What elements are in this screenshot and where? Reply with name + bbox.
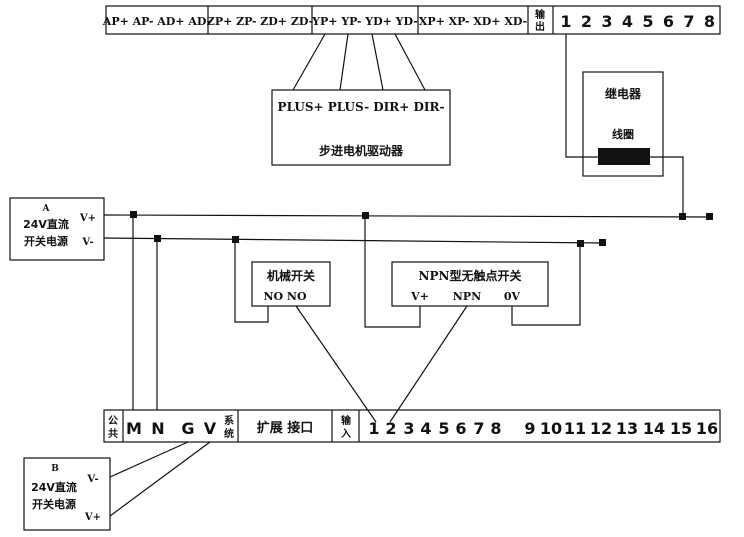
output-terminal-5: 5 [642,12,653,31]
stepper-driver: PLUS+ PLUS- DIR+ DIR- 步进电机驱动器 [271,33,451,166]
npn-pin-vplus: V+ [410,290,429,303]
input-terminal-14: 14 [643,419,665,438]
input-terminal-10: 10 [540,419,562,438]
output-terminal-7: 7 [683,12,694,31]
output-label-bottom: 出 [535,20,545,33]
input-terminal-16: 16 [696,419,718,438]
common-label-top: 公 [108,415,118,427]
wire-coil-vplus [650,156,684,217]
system-label-bottom: 统 [224,427,234,440]
junction-coil [679,213,686,220]
output-label-top: 输 [535,8,546,21]
output-terminal-2: 2 [581,12,592,31]
system-label-top: 系 [224,414,234,427]
power-a-line2: 开关电源 [24,234,68,248]
power-b-line1: 24V直流 [31,480,77,494]
vplus-rail-end [706,213,713,220]
power-supply-b: B 24V直流 开关电源 V- V+ [23,441,211,531]
power-b-vplus-label: V+ [84,512,101,523]
wire-mech-input1 [295,305,377,423]
relay-coil [598,148,650,165]
input-terminal-1: 1 [368,419,379,438]
output-terminal-3: 3 [601,12,612,31]
wire-npn-0v [511,243,581,326]
wire-yd-plus [371,33,384,91]
npn-pin-npn: NPN [453,290,481,303]
input-terminal-9: 9 [524,419,535,438]
terminal-group-x: XP+ XP- XD+ XD- [419,15,527,28]
junction-common [130,211,137,218]
relay: 继电器 线圈 [565,34,684,217]
vminus-rail [103,237,604,244]
output-terminal-8: 8 [704,12,715,31]
relay-title: 继电器 [605,86,642,101]
input-terminal-11: 11 [564,419,586,438]
common-label-bottom: 共 [108,427,118,440]
mech-switch-pins: NO NO [263,290,307,303]
stepper-pins: PLUS+ PLUS- DIR+ DIR- [278,100,445,114]
input-terminal-15: 15 [670,419,692,438]
npn-switch: NPN型无触点开关 V+ NPN 0V [364,216,581,423]
terminal-group-z: ZP+ ZP- ZD+ ZD- [207,15,313,28]
input-label-top: 输 [341,414,352,427]
expansion-port-label: 扩展 接口 [257,420,314,436]
wire-yp-plus [292,33,326,91]
output-terminal-6: 6 [663,12,674,31]
input-terminal-2: 2 [385,419,396,438]
power-b-vminus-label: V- [86,474,98,485]
wire-b-vminus-g [109,441,189,478]
terminal-v: V [204,419,217,438]
npn-pin-0v: 0V [504,290,521,303]
stepper-title: 步进电机驱动器 [319,143,404,158]
input-terminal-3: 3 [403,419,414,438]
terminal-group-a: AP+ AP- AD+ AD- [102,15,211,28]
input-terminal-12: 12 [590,419,612,438]
top-terminal-strip: AP+ AP- AD+ AD- ZP+ ZP- ZD+ ZD- YP+ YP- … [102,5,721,35]
wire-b-vplus-v [109,441,211,517]
power-supply-a: A 24V直流 开关电源 V+ V- [9,197,105,261]
vminus-rail-end [599,239,606,246]
input-terminal-5: 5 [438,419,449,438]
vplus-rail [103,214,711,218]
terminal-g: G [181,419,194,438]
input-terminal-8: 8 [490,419,501,438]
power-a-name: A [42,204,51,214]
relay-coil-label: 线圈 [612,127,634,141]
wire-npn-vplus [364,216,421,328]
power-a-vplus-label: V+ [79,213,96,224]
power-b-name: B [51,464,59,474]
power-b-line2: 开关电源 [32,497,76,511]
input-terminal-13: 13 [616,419,638,438]
npn-switch-title: NPN型无触点开关 [419,268,522,283]
power-a-vminus-label: V- [81,237,93,248]
input-terminal-4: 4 [420,419,431,438]
power-a-line1: 24V直流 [23,217,69,231]
terminal-n: N [151,419,164,438]
wire-yd-minus [394,33,426,91]
terminal-group-y: YP+ YP- YD+ YD- [311,15,418,28]
mech-switch-title: 机械开关 [267,268,315,283]
wire-yp-minus [339,33,349,91]
output-terminal-1: 1 [560,12,571,31]
wire-mech-supply [234,239,269,323]
mechanical-switch: 机械开关 NO NO [234,239,377,423]
wire-npn-input2 [389,305,468,423]
input-label-bottom: 入 [341,428,351,440]
terminal-m: M [126,419,142,438]
output-terminal-4: 4 [622,12,633,31]
input-terminal-7: 7 [473,419,484,438]
wire-output1-coil [565,34,598,158]
junction-npn-vplus [362,212,369,219]
input-terminal-6: 6 [455,419,466,438]
